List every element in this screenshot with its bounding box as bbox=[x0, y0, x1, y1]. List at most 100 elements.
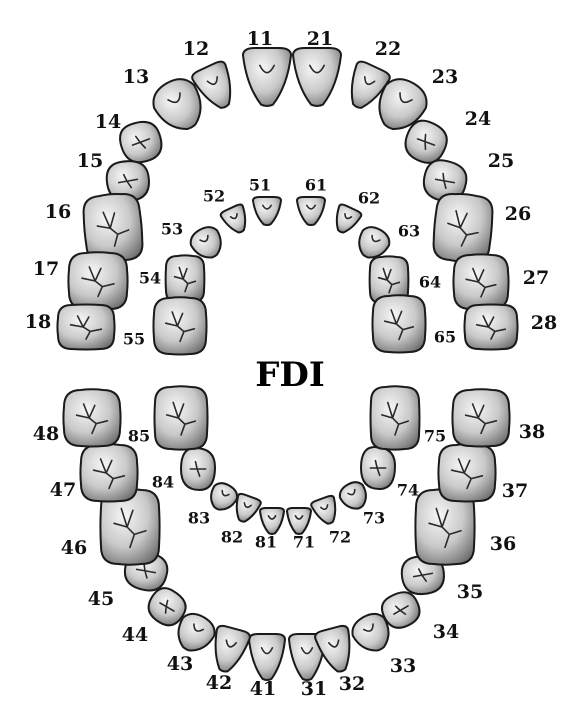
tooth-crown-81 bbox=[260, 508, 284, 534]
tooth-crown-47 bbox=[80, 444, 137, 501]
tooth-74 bbox=[361, 447, 395, 489]
tooth-crown-65 bbox=[372, 295, 425, 352]
tooth-21 bbox=[293, 48, 341, 106]
tooth-84 bbox=[181, 448, 215, 490]
tooth-61 bbox=[297, 197, 325, 225]
tooth-label-74: 74 bbox=[397, 481, 419, 500]
tooth-crown-18 bbox=[57, 304, 114, 349]
tooth-label-72: 72 bbox=[329, 528, 351, 547]
tooth-label-83: 83 bbox=[188, 509, 210, 528]
tooth-41 bbox=[249, 634, 285, 680]
tooth-52 bbox=[220, 203, 253, 237]
tooth-label-16: 16 bbox=[45, 201, 71, 223]
tooth-label-23: 23 bbox=[432, 66, 458, 88]
tooth-crown-51 bbox=[253, 197, 281, 225]
tooth-label-48: 48 bbox=[33, 423, 59, 445]
tooth-crown-27 bbox=[453, 254, 508, 309]
tooth-label-55: 55 bbox=[123, 330, 145, 349]
tooth-label-15: 15 bbox=[77, 150, 103, 172]
tooth-label-14: 14 bbox=[95, 111, 121, 133]
tooth-crown-26 bbox=[432, 192, 495, 264]
tooth-label-32: 32 bbox=[339, 673, 365, 695]
tooth-label-64: 64 bbox=[419, 273, 441, 292]
tooth-crown-62 bbox=[330, 203, 363, 237]
tooth-label-84: 84 bbox=[152, 473, 174, 492]
tooth-label-71: 71 bbox=[293, 533, 315, 552]
tooth-crown-21 bbox=[293, 48, 341, 106]
tooth-label-81: 81 bbox=[255, 533, 277, 552]
tooth-75 bbox=[371, 386, 420, 449]
tooth-label-42: 42 bbox=[206, 672, 232, 694]
tooth-17 bbox=[68, 252, 127, 309]
tooth-54 bbox=[166, 255, 205, 302]
tooth-label-47: 47 bbox=[50, 479, 76, 501]
tooth-81 bbox=[260, 508, 284, 534]
tooth-crown-75 bbox=[371, 386, 420, 449]
tooth-label-18: 18 bbox=[25, 311, 51, 333]
tooth-crown-11 bbox=[243, 48, 291, 106]
tooth-65 bbox=[372, 295, 425, 352]
tooth-label-13: 13 bbox=[123, 66, 149, 88]
tooth-crown-71 bbox=[287, 508, 311, 534]
tooth-label-82: 82 bbox=[221, 528, 243, 547]
tooth-55 bbox=[153, 297, 206, 354]
tooth-14 bbox=[115, 116, 166, 167]
tooth-38 bbox=[452, 389, 509, 446]
tooth-28 bbox=[464, 304, 517, 349]
tooth-48 bbox=[63, 389, 120, 446]
tooth-label-61: 61 bbox=[305, 176, 327, 195]
tooth-crown-17 bbox=[68, 252, 127, 309]
tooth-label-36: 36 bbox=[490, 533, 516, 555]
tooth-label-37: 37 bbox=[502, 480, 528, 502]
chart-title: FDI bbox=[255, 355, 325, 395]
tooth-crown-28 bbox=[464, 304, 517, 349]
tooth-72 bbox=[310, 495, 341, 528]
tooth-label-46: 46 bbox=[61, 537, 87, 559]
tooth-crown-54 bbox=[166, 255, 205, 302]
tooth-crown-37 bbox=[438, 444, 495, 501]
tooth-label-35: 35 bbox=[457, 581, 483, 603]
tooth-label-63: 63 bbox=[398, 222, 420, 241]
tooth-18 bbox=[57, 304, 114, 349]
tooth-label-24: 24 bbox=[465, 108, 491, 130]
tooth-label-44: 44 bbox=[122, 624, 148, 646]
tooth-label-43: 43 bbox=[167, 653, 193, 675]
tooth-crown-85 bbox=[154, 386, 207, 449]
tooth-label-22: 22 bbox=[375, 38, 401, 60]
tooth-label-34: 34 bbox=[433, 621, 459, 643]
tooth-crown-55 bbox=[153, 297, 206, 354]
tooth-71 bbox=[287, 508, 311, 534]
tooth-label-11: 11 bbox=[247, 28, 273, 50]
tooth-label-33: 33 bbox=[390, 655, 416, 677]
tooth-label-45: 45 bbox=[88, 588, 114, 610]
tooth-label-38: 38 bbox=[519, 421, 545, 443]
tooth-crown-72 bbox=[310, 495, 341, 528]
tooth-label-51: 51 bbox=[249, 176, 271, 195]
tooth-label-41: 41 bbox=[250, 678, 276, 700]
tooth-27 bbox=[453, 254, 508, 309]
tooth-crown-38 bbox=[452, 389, 509, 446]
tooth-85 bbox=[154, 386, 207, 449]
tooth-label-62: 62 bbox=[358, 189, 380, 208]
tooth-label-31: 31 bbox=[301, 678, 327, 700]
tooth-26 bbox=[432, 192, 495, 264]
tooth-label-53: 53 bbox=[161, 220, 183, 239]
tooth-label-52: 52 bbox=[203, 187, 225, 206]
tooth-51 bbox=[253, 197, 281, 225]
tooth-label-75: 75 bbox=[424, 427, 446, 446]
tooth-crown-48 bbox=[63, 389, 120, 446]
tooth-label-65: 65 bbox=[434, 328, 456, 347]
tooth-label-73: 73 bbox=[363, 509, 385, 528]
tooth-label-54: 54 bbox=[139, 269, 161, 288]
tooth-label-27: 27 bbox=[523, 267, 549, 289]
tooth-crown-61 bbox=[297, 197, 325, 225]
tooth-crown-41 bbox=[249, 634, 285, 680]
tooth-label-12: 12 bbox=[183, 38, 209, 60]
tooth-label-26: 26 bbox=[505, 203, 531, 225]
tooth-62 bbox=[330, 203, 363, 237]
tooth-crown-52 bbox=[220, 203, 253, 237]
tooth-11 bbox=[243, 48, 291, 106]
tooth-label-17: 17 bbox=[33, 258, 59, 280]
tooth-label-28: 28 bbox=[531, 312, 557, 334]
